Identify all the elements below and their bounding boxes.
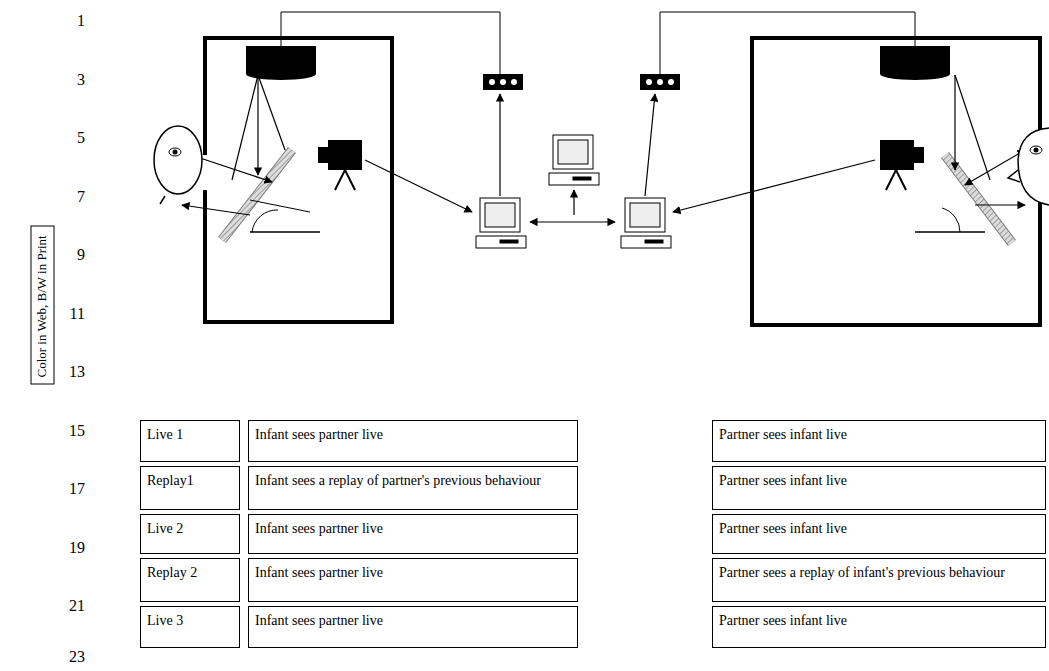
description-box: Infant sees partner live xyxy=(248,420,578,462)
description-box: Infant sees partner live xyxy=(248,514,578,554)
condition-label: Replay 2 xyxy=(140,558,240,602)
line-number: 13 xyxy=(55,363,85,381)
line-number: 21 xyxy=(55,597,85,615)
description-box: Infant sees partner live xyxy=(248,606,578,648)
description-box: Infant sees a replay of partner's previo… xyxy=(248,466,578,510)
box-text: Infant sees a replay of partner's previo… xyxy=(249,467,577,491)
line-number: 11 xyxy=(55,305,85,323)
box-text: Partner sees a replay of infant's previo… xyxy=(713,559,1045,583)
box-text: Partner sees infant live xyxy=(713,421,1045,445)
box-text: Infant sees partner live xyxy=(249,515,577,539)
box-text: Partner sees infant live xyxy=(713,467,1045,491)
line-number: 5 xyxy=(55,129,85,147)
box-text: Replay 2 xyxy=(141,559,239,583)
description-box: Partner sees infant live xyxy=(712,420,1046,462)
box-text: Color in Web, B/W in Print xyxy=(31,227,51,384)
description-box: Partner sees infant live xyxy=(712,514,1046,554)
box-text: Live 3 xyxy=(141,607,239,631)
print-note-box: Color in Web, B/W in Print xyxy=(30,226,54,385)
line-number: 3 xyxy=(55,71,85,89)
box-text: Infant sees partner live xyxy=(249,421,577,445)
line-number: 7 xyxy=(55,188,85,206)
description-box: Partner sees infant live xyxy=(712,606,1046,648)
description-box: Partner sees infant live xyxy=(712,466,1046,510)
condition-label: Live 3 xyxy=(140,606,240,648)
box-text: Live 2 xyxy=(141,515,239,539)
line-number: 1 xyxy=(55,12,85,30)
right-booth xyxy=(752,38,1049,325)
left-booth xyxy=(154,38,392,322)
box-text: Partner sees infant live xyxy=(713,515,1045,539)
line-number: 19 xyxy=(55,539,85,557)
description-box: Partner sees a replay of infant's previo… xyxy=(712,558,1046,602)
box-text: Replay1 xyxy=(141,467,239,491)
line-number: 17 xyxy=(55,480,85,498)
control-equipment xyxy=(281,12,915,248)
line-number: 23 xyxy=(55,648,85,666)
line-number: 9 xyxy=(55,246,85,264)
box-text: Live 1 xyxy=(141,421,239,445)
box-text: Infant sees partner live xyxy=(249,559,577,583)
condition-label: Replay1 xyxy=(140,466,240,510)
condition-label: Live 1 xyxy=(140,420,240,462)
description-box: Infant sees partner live xyxy=(248,558,578,602)
box-text: Partner sees infant live xyxy=(713,607,1045,631)
box-text: Infant sees partner live xyxy=(249,607,577,631)
line-number: 15 xyxy=(55,422,85,440)
condition-label: Live 2 xyxy=(140,514,240,554)
